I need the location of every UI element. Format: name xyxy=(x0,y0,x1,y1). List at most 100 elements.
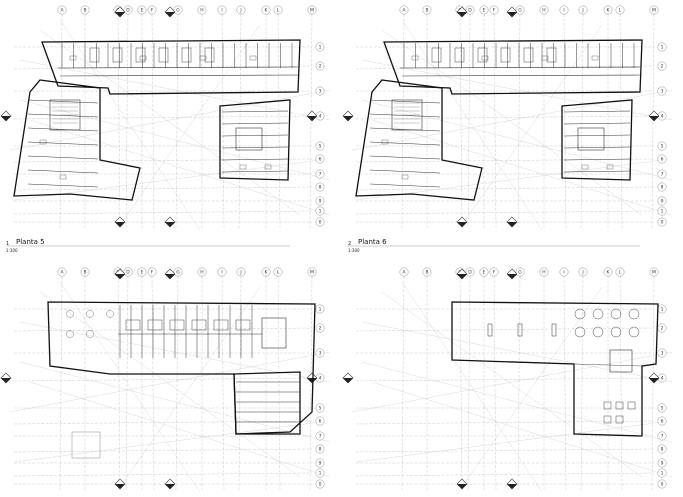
rooftop-table xyxy=(574,308,586,320)
partition-wall xyxy=(369,183,441,188)
furniture-bed xyxy=(581,164,589,170)
svg-text:8: 8 xyxy=(661,185,664,191)
svg-text:4: 4 xyxy=(661,376,664,382)
grid-line-vertical xyxy=(517,275,521,491)
grid-bubble-column: D xyxy=(465,5,475,15)
svg-text:F: F xyxy=(151,8,154,14)
construction-line xyxy=(119,24,261,226)
partition-wall xyxy=(27,99,99,104)
grid-line-vertical xyxy=(309,13,313,229)
section-marker-fill xyxy=(457,12,467,17)
svg-text:B: B xyxy=(83,270,86,276)
section-marker-fill xyxy=(165,484,175,489)
svg-text:B: B xyxy=(425,8,428,14)
construction-line xyxy=(356,421,663,463)
grid-line-vertical xyxy=(459,275,463,491)
grid-bubble-column: K xyxy=(603,5,613,15)
svg-text:0: 0 xyxy=(319,220,322,226)
grid-line-horizontal xyxy=(355,377,655,382)
partition-wall xyxy=(563,146,631,149)
bathroom-block xyxy=(477,47,488,63)
partition-wall xyxy=(27,183,99,188)
grid-bubble-column: M xyxy=(307,267,317,277)
construction-line xyxy=(381,291,643,478)
grid-line-horizontal xyxy=(13,377,313,382)
svg-text:1: 1 xyxy=(661,307,664,313)
grid-line-vertical xyxy=(401,13,405,229)
svg-text:A: A xyxy=(60,270,64,276)
grid-line-vertical xyxy=(563,13,567,229)
grid-line-vertical xyxy=(221,275,225,491)
bathroom-block xyxy=(125,319,141,331)
construction-line xyxy=(401,281,543,493)
svg-text:5: 5 xyxy=(661,144,664,150)
svg-text:D: D xyxy=(468,270,472,276)
grid-bubble-column: L xyxy=(615,267,625,277)
section-marker-fill xyxy=(307,378,317,383)
svg-text:0: 0 xyxy=(319,482,322,488)
bathroom-block xyxy=(235,319,251,331)
construction-line xyxy=(461,286,603,488)
grid-bubble-column: K xyxy=(261,5,271,15)
grid-bubble-column: I xyxy=(217,267,227,277)
svg-text:J: J xyxy=(239,270,241,276)
grid-bubble-row: 1 xyxy=(315,304,325,314)
svg-text:8: 8 xyxy=(319,185,322,191)
furniture-bed xyxy=(59,174,67,180)
rooftop-table xyxy=(610,326,622,338)
building-outline-north-wing xyxy=(41,39,301,95)
grid-line-horizontal xyxy=(355,327,655,332)
svg-text:6: 6 xyxy=(319,419,322,425)
svg-text:0: 0 xyxy=(661,220,664,226)
grid-bubble-row: 0 xyxy=(657,479,667,489)
grid-line-vertical xyxy=(238,13,242,229)
floor-plan-3: ABCDEFGHIJKLM12345678910 xyxy=(0,267,331,493)
partition-wall xyxy=(563,158,631,161)
grid-line-vertical xyxy=(580,275,584,491)
grid-bubble-column: D xyxy=(465,267,475,277)
svg-text:G: G xyxy=(176,270,180,276)
furniture-bed xyxy=(69,55,77,61)
grid-bubble-row: 1 xyxy=(315,42,325,52)
grid-line-vertical xyxy=(59,275,63,491)
svg-text:1: 1 xyxy=(661,45,664,51)
grid-bubble-row: 0 xyxy=(315,479,325,489)
construction-line xyxy=(59,19,201,231)
floor-plan-1: ABCDEFGHIJKLM12345678910 xyxy=(0,5,331,231)
rooftop-table xyxy=(628,326,640,338)
svg-text:A: A xyxy=(402,8,406,14)
svg-text:8: 8 xyxy=(661,447,664,453)
grid-bubble-row: 9 xyxy=(657,458,667,468)
core-stair xyxy=(609,349,633,373)
grid-bubble-column: G xyxy=(515,267,525,277)
grid-bubble-row: 5 xyxy=(315,403,325,413)
grid-line-vertical xyxy=(619,275,623,491)
furniture-bed xyxy=(401,174,409,180)
svg-text:K: K xyxy=(265,8,269,14)
grid-bubble-row: 1 xyxy=(657,206,667,216)
construction-line xyxy=(361,361,673,443)
bathroom-block xyxy=(191,319,207,331)
section-marker-fill xyxy=(165,12,175,17)
furniture-bed xyxy=(239,164,247,170)
construction-line xyxy=(14,421,321,463)
rooftop-seat xyxy=(603,401,612,410)
grid-bubble-column: E xyxy=(137,267,147,277)
grid-line-vertical xyxy=(651,275,655,491)
section-marker-fill xyxy=(507,12,517,17)
svg-text:F: F xyxy=(493,270,496,276)
grid-bubble-column: M xyxy=(649,5,659,15)
grid-line-vertical xyxy=(563,275,567,491)
svg-text:3: 3 xyxy=(319,89,322,95)
rooftop-seat xyxy=(615,415,624,424)
partition-wall xyxy=(369,127,441,132)
svg-text:E: E xyxy=(141,270,144,276)
grid-line-vertical xyxy=(467,275,471,491)
construction-line xyxy=(461,24,603,226)
construction-line xyxy=(371,381,673,478)
grid-bubble-column: E xyxy=(479,5,489,15)
grid-bubble-column: F xyxy=(489,267,499,277)
svg-text:4: 4 xyxy=(661,114,664,120)
grid-line-horizontal xyxy=(13,448,313,453)
building-outline-north-wing xyxy=(383,39,643,95)
